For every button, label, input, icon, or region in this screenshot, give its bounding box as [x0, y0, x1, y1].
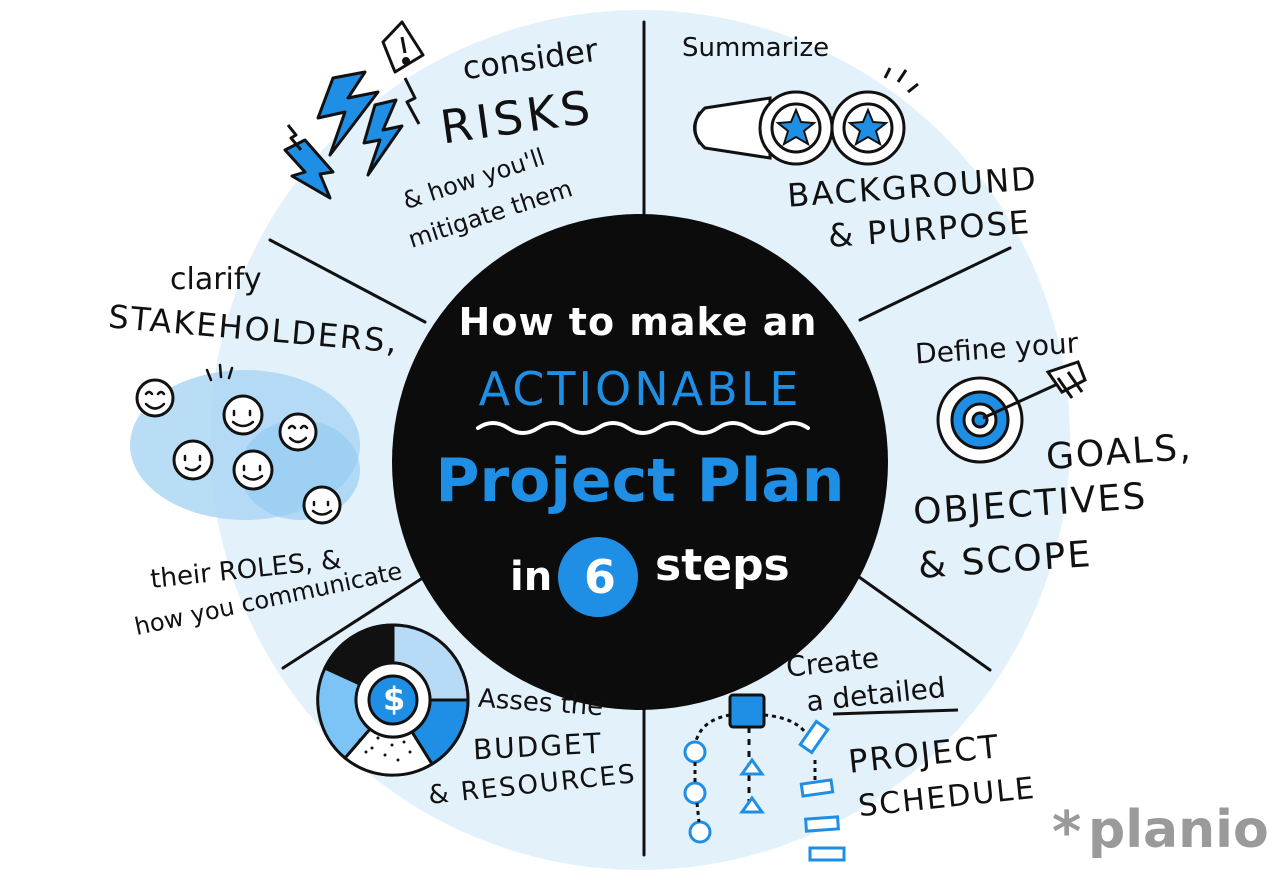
- budget-title-1: BUDGET: [472, 726, 604, 767]
- background-verb: Summarize: [682, 33, 830, 63]
- smiley-icon: [222, 394, 264, 436]
- step-count-circle: [558, 537, 638, 617]
- target-icon: [936, 360, 1087, 464]
- divider-top-right: [858, 246, 1012, 322]
- donut-dots: [358, 736, 412, 762]
- smiley-icon: [302, 485, 342, 525]
- warning-icon: [381, 20, 425, 74]
- budget-donut-icon: [316, 623, 470, 777]
- divider-bottom-left: [281, 568, 437, 670]
- title-line-2: ACTIONABLE: [478, 362, 802, 416]
- title-line-4-suffix: steps: [655, 540, 790, 591]
- binoculars-icon: [693, 67, 919, 166]
- detailed-underline: [832, 708, 959, 716]
- schedule-tree-icon: [683, 693, 846, 862]
- smiley-icon: [172, 439, 214, 481]
- step-count-number: 6: [584, 550, 617, 604]
- title-line-4-prefix: in: [510, 554, 553, 600]
- smiley-features: [144, 363, 333, 516]
- divider-top-left: [268, 238, 427, 324]
- center-circle: [392, 214, 888, 710]
- smiley-icons: [135, 378, 342, 525]
- budget-dollar-icon: $: [383, 680, 406, 718]
- smiley-icon: [135, 378, 175, 418]
- lightning-icon: [283, 70, 421, 200]
- stakeholders-verb: clarify: [170, 262, 262, 297]
- title-line-1: How to make an: [458, 300, 818, 344]
- smiley-icon: [232, 449, 274, 491]
- divider-bottom-right: [850, 570, 992, 672]
- actionable-wavy-underline: [476, 421, 810, 435]
- planio-logo: planio: [1088, 800, 1269, 860]
- title-line-3: Project Plan: [435, 446, 845, 516]
- section-dividers: [268, 20, 1012, 857]
- planio-logo-mark: *: [1052, 800, 1082, 865]
- smiley-icon: [278, 412, 318, 452]
